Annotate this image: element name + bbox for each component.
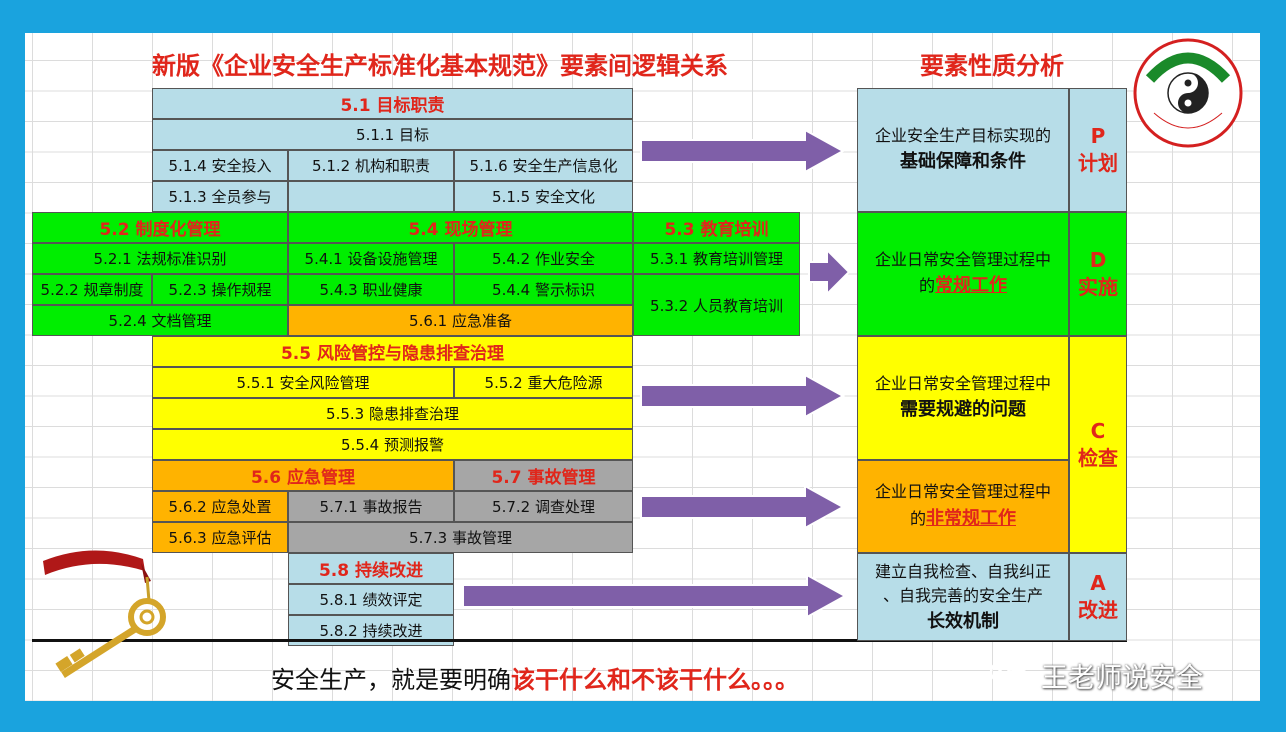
analysis-plan-line2: 基础保障和条件 (900, 151, 1026, 173)
pdca-act-letter: A (1090, 571, 1106, 595)
element-5-8: 5.8 持续改进 (288, 553, 454, 584)
arrow-right-icon (640, 128, 846, 174)
element-5-2: 5.2 制度化管理 (32, 212, 288, 243)
pdca-do-word: 实施 (1078, 275, 1118, 299)
pdca-plan-word: 计划 (1078, 151, 1118, 175)
analysis-check-2-highlight: 非常规工作 (926, 507, 1016, 529)
analysis-check-1: 企业日常安全管理过程中 需要规避的问题 (857, 336, 1069, 460)
analysis-plan-line1: 企业安全生产目标实现的 (874, 125, 1051, 145)
analysis-do: 企业日常安全管理过程中 的常规工作 (857, 212, 1069, 336)
element-5-1-blank (288, 181, 454, 212)
element-5-5-1: 5.5.1 安全风险管理 (152, 367, 454, 398)
element-5-1-2: 5.1.2 机构和职责 (288, 150, 454, 181)
element-5-7: 5.7 事故管理 (454, 460, 633, 491)
element-5-3-1: 5.3.1 教育培训管理 (633, 243, 800, 274)
slogan-normal: 安全生产，就是要明确 (271, 665, 511, 694)
element-5-1-3: 5.1.3 全员参与 (152, 181, 288, 212)
analysis-act-line2: 、自我完善的安全生产 (882, 585, 1043, 605)
pdca-check: C 检查 (1069, 336, 1127, 553)
element-5-2-2: 5.2.2 规章制度 (32, 274, 152, 305)
arrow-right-icon (808, 247, 851, 297)
pdca-do-letter: D (1089, 248, 1107, 272)
pdca-act-word: 改进 (1078, 598, 1118, 622)
element-5-7-1: 5.7.1 事故报告 (288, 491, 454, 522)
element-5-7-2: 5.7.2 调查处理 (454, 491, 633, 522)
element-5-6: 5.6 应急管理 (152, 460, 454, 491)
analysis-act-line3: 长效机制 (927, 610, 999, 632)
element-5-6-1: 5.6.1 应急准备 (288, 305, 633, 336)
pdca-act: A 改进 (1069, 553, 1127, 641)
element-5-6-3: 5.6.3 应急评估 (152, 522, 288, 553)
analysis-do-highlight: 常规工作 (935, 275, 1007, 297)
watermark: 王老师说安全 (989, 655, 1203, 695)
analysis-do-line1: 企业日常安全管理过程中 (874, 249, 1051, 269)
analysis-check-1-line2: 需要规避的问题 (900, 399, 1026, 421)
element-5-4-2: 5.4.2 作业安全 (454, 243, 633, 274)
element-5-7-3: 5.7.3 事故管理 (288, 522, 633, 553)
element-5-4: 5.4 现场管理 (288, 212, 633, 243)
analysis-act: 建立自我检查、自我纠正 、自我完善的安全生产 长效机制 (857, 553, 1069, 641)
analysis-check-2: 企业日常安全管理过程中 的非常规工作 (857, 460, 1069, 553)
arrow-right-icon (462, 573, 848, 619)
analysis-check-2-line1: 企业日常安全管理过程中 (874, 482, 1051, 502)
element-5-4-1: 5.4.1 设备设施管理 (288, 243, 454, 274)
slogan-highlight: 该干什么和不该干什么。。。 (511, 665, 799, 694)
element-5-8-1: 5.8.1 绩效评定 (288, 584, 454, 615)
pdca-plan-letter: P (1090, 124, 1106, 148)
element-5-3: 5.3 教育培训 (633, 212, 800, 243)
pdca-check-word: 检查 (1078, 445, 1118, 470)
arrow-right-icon (640, 373, 846, 419)
element-5-4-3: 5.4.3 职业健康 (288, 274, 454, 305)
element-5-5-4: 5.5.4 预测报警 (152, 429, 633, 460)
element-5-1-1: 5.1.1 目标 (152, 119, 633, 150)
analysis-plan: 企业安全生产目标实现的 基础保障和条件 (857, 88, 1069, 212)
analysis-title: 要素性质分析 (920, 51, 1064, 80)
diagram-canvas: 新版《企业安全生产标准化基本规范》要素间逻辑关系 要素性质分析 5.1 目标职责… (25, 33, 1260, 701)
element-5-1-4: 5.1.4 安全投入 (152, 150, 288, 181)
base-line (32, 639, 1127, 642)
analysis-check-1-line1: 企业日常安全管理过程中 (874, 373, 1051, 393)
element-5-3-2: 5.3.2 人员教育培训 (633, 274, 800, 336)
wechat-icon (989, 659, 1032, 690)
element-5-5-2: 5.5.2 重大危险源 (454, 367, 633, 398)
element-5-2-3: 5.2.3 操作规程 (152, 274, 288, 305)
element-5-2-1: 5.2.1 法规标准识别 (32, 243, 288, 274)
analysis-do-prefix: 的 (918, 276, 935, 296)
pdca-plan: P 计划 (1069, 88, 1127, 212)
pdca-do: D 实施 (1069, 212, 1127, 336)
watermark-text: 王老师说安全 (1041, 662, 1203, 694)
pdca-check-letter: C (1090, 418, 1106, 443)
element-5-6-2: 5.6.2 应急处置 (152, 491, 288, 522)
key-icon (43, 550, 166, 678)
seal-logo-icon (1133, 38, 1243, 148)
slogan: 安全生产，就是要明确该干什么和不该干什么。。。 (271, 659, 799, 695)
analysis-check-2-prefix: 的 (909, 508, 926, 528)
element-5-1-5: 5.1.5 安全文化 (454, 181, 633, 212)
element-5-1-6: 5.1.6 安全生产信息化 (454, 150, 633, 181)
arrow-right-icon (640, 484, 846, 530)
element-5-2-4: 5.2.4 文档管理 (32, 305, 288, 336)
analysis-act-line1: 建立自我检查、自我纠正 (874, 561, 1051, 581)
element-5-5-3: 5.5.3 隐患排查治理 (152, 398, 633, 429)
element-5-4-4: 5.4.4 警示标识 (454, 274, 633, 305)
element-5-1: 5.1 目标职责 (152, 88, 633, 119)
diagram-title: 新版《企业安全生产标准化基本规范》要素间逻辑关系 (152, 51, 728, 80)
element-5-5: 5.5 风险管控与隐患排查治理 (152, 336, 633, 367)
